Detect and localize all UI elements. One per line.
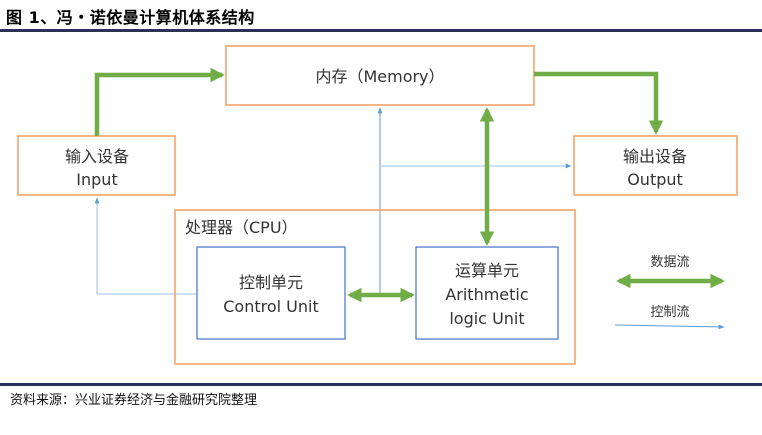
input-box — [17, 135, 176, 196]
data-flow-arrows — [94, 67, 664, 303]
output-label-en: Output — [627, 170, 683, 189]
figure-title: 图 1、冯・诺依曼计算机体系结构 — [6, 8, 255, 27]
input-label-en: Input — [76, 170, 117, 189]
figure-source: 资料来源：兴业证券经济与金融研究院整理 — [10, 393, 258, 408]
data-arrow-input-to-memory — [94, 67, 225, 136]
control-flow-lines — [94, 107, 572, 295]
input-label-cn: 输入设备 — [65, 147, 129, 166]
source-rule — [0, 383, 762, 386]
data-arrow-memory-to-output — [534, 71, 664, 135]
cpu-label: 处理器（CPU） — [185, 218, 298, 237]
legend-control-flow-arrow — [614, 324, 725, 330]
output-box — [573, 135, 738, 196]
alu-label-en-2: logic Unit — [449, 309, 524, 328]
control-unit-box — [196, 246, 346, 340]
legend-data-flow-label: 数据流 — [650, 255, 689, 270]
control-unit-label-en: Control Unit — [223, 297, 319, 316]
control-line-cu-to-input — [94, 197, 197, 295]
control-unit-label-cn: 控制单元 — [239, 273, 303, 292]
legend-control-flow-label: 控制流 — [650, 305, 689, 320]
alu-box — [415, 246, 559, 340]
memory-label: 内存（Memory） — [315, 67, 444, 86]
cpu-box — [174, 209, 576, 365]
legend: 数据流 控制流 — [614, 255, 725, 330]
output-label-cn: 输出设备 — [623, 147, 687, 166]
alu-label-cn: 运算单元 — [455, 261, 519, 280]
alu-label-en-1: Arithmetic — [445, 285, 528, 304]
title-rule — [0, 29, 762, 32]
memory-box — [225, 45, 535, 106]
